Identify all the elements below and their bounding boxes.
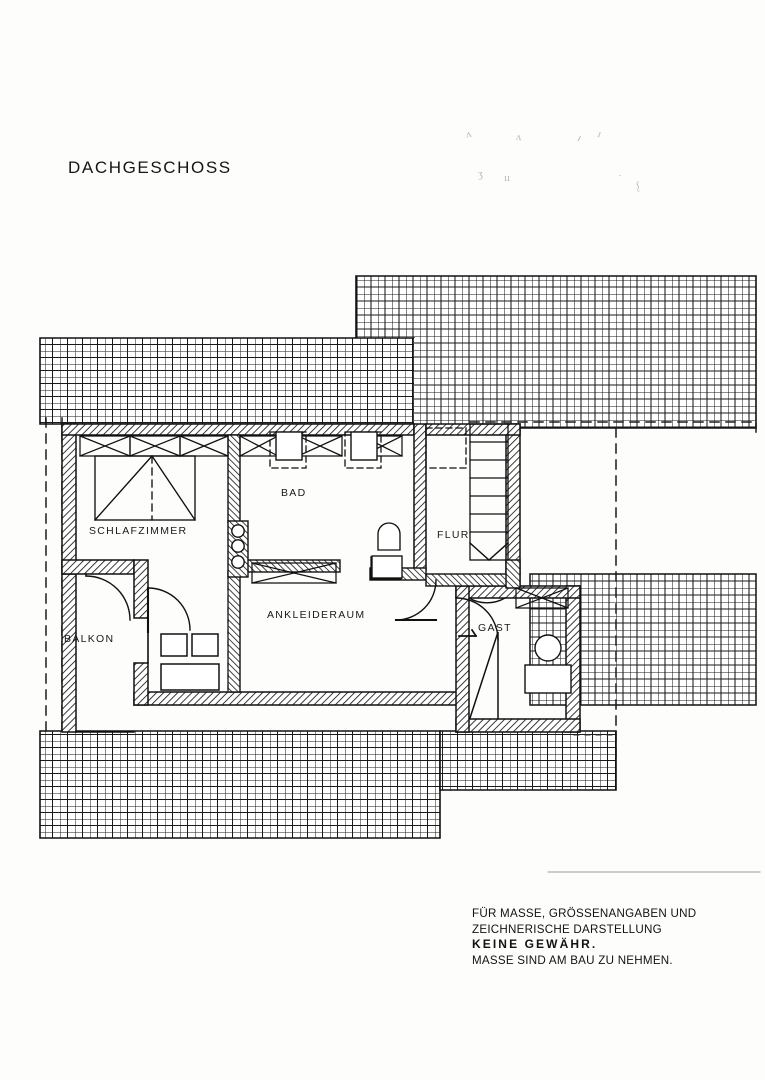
room-label-balkon: BALKON	[64, 633, 115, 645]
page-title: DACHGESCHOSS	[68, 158, 232, 177]
staircase	[468, 423, 510, 562]
balcony-furniture	[160, 633, 220, 691]
roof-hatch-upper-left	[39, 337, 415, 425]
disclaimer-line-4: MASSE SIND AM BAU ZU NEHMEN.	[472, 953, 673, 967]
roof-hatch-mid	[414, 338, 470, 424]
balcony-edge	[75, 617, 149, 733]
room-label-bad: BAD	[281, 487, 307, 499]
room-label-schlafzimmer: SCHLAFZIMMER	[89, 525, 188, 537]
reference-lines	[227, 579, 617, 736]
sanitary-fixtures	[371, 522, 403, 579]
disclaimer-line-2: ZEICHNERISCHE DARSTELLUNG	[472, 922, 662, 936]
roof-hatch-right-lower	[529, 573, 757, 706]
roof-hatch-bottom	[39, 730, 617, 839]
chimney-flue-shaft	[227, 520, 249, 578]
scan-smudge: ·	[618, 170, 622, 182]
disclaimer-line-1: FÜR MASSE, GRÖSSENANGABEN UND	[472, 907, 697, 920]
disclaimer-block: FÜR MASSE, GRÖSSENANGABEN UND ZEICHNERIS…	[472, 906, 762, 968]
dormer-outline	[269, 427, 467, 469]
room-label-flur: FLUR	[437, 529, 470, 541]
bedroom-roof-slope	[94, 454, 196, 521]
gast-roof-slope	[469, 631, 499, 719]
gast-marker	[458, 628, 478, 638]
room-label-ankleideraum: ANKLEIDERAUM	[267, 609, 366, 621]
gast-furniture	[524, 634, 572, 694]
scan-smudge: ʒ	[478, 168, 483, 180]
room-label-gast: GAST	[478, 622, 512, 634]
exterior-walls	[61, 423, 581, 733]
disclaimer-line-3: KEINE GEWÄHR.	[472, 937, 598, 951]
scan-smudge: ıı	[504, 172, 511, 184]
dormer-solid-box	[275, 431, 378, 461]
